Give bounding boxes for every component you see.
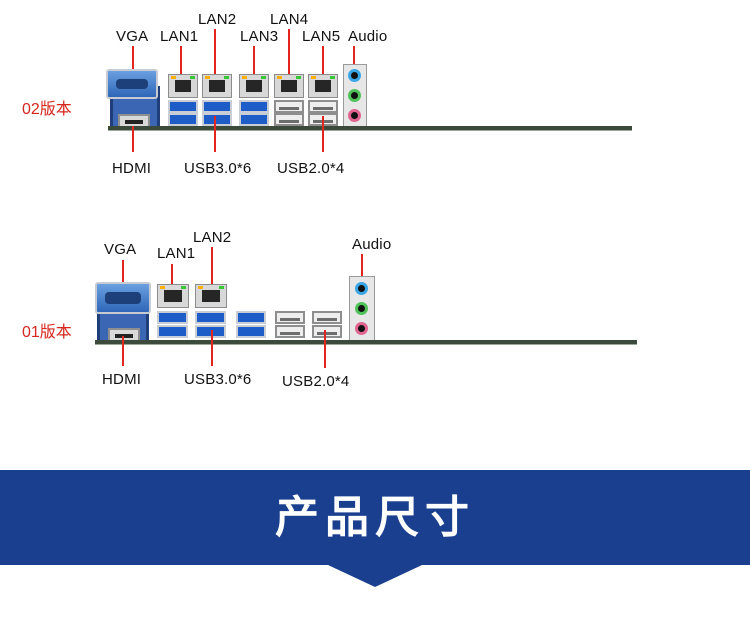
usb3-port (157, 311, 188, 324)
audio-block (349, 276, 375, 342)
lan2-port (195, 284, 227, 308)
usb3-port (239, 113, 269, 126)
label-usb2: USB2.0*4 (282, 373, 350, 390)
pointer-lan1 (180, 46, 182, 80)
pointer-lan2 (214, 29, 216, 80)
lan2-port (202, 74, 232, 98)
usb3-port (157, 325, 188, 338)
label-lan2: LAN2 (193, 229, 232, 246)
label-lan3: LAN3 (240, 28, 279, 45)
usb2-port (275, 311, 305, 324)
pointer-lan4 (288, 29, 290, 80)
label-vga: VGA (116, 28, 149, 45)
lan3-port (239, 74, 269, 98)
usb3-port (239, 100, 269, 113)
usb3-port (202, 100, 232, 113)
pointer-usb2 (322, 116, 324, 152)
banner-notch (328, 565, 422, 587)
usb2-port (312, 325, 342, 338)
vga-port (106, 69, 158, 99)
lan1-port (157, 284, 189, 308)
pointer-vga (132, 46, 134, 72)
label-lan2: LAN2 (198, 11, 237, 28)
lan5-port (308, 74, 338, 98)
pointer-lan3 (253, 46, 255, 80)
pointer-lan1 (171, 264, 173, 294)
audio-jack-line-out (355, 302, 368, 315)
usb2-port (274, 100, 304, 113)
audio-jack-line-in (355, 282, 368, 295)
label-lan1: LAN1 (157, 245, 196, 262)
pointer-usb3 (214, 116, 216, 152)
audio-jack-line-out (348, 89, 361, 102)
pointer-vga (122, 260, 124, 294)
usb3-port (202, 113, 232, 126)
usb3-port (236, 325, 266, 338)
pointer-lan2 (211, 247, 213, 294)
pointer-audio (353, 46, 355, 70)
usb2-port (275, 325, 305, 338)
lan4-port (274, 74, 304, 98)
label-audio: Audio (348, 28, 388, 45)
label-lan5: LAN5 (302, 28, 341, 45)
banner-title: 产品尺寸 (275, 492, 475, 543)
usb3-port (168, 113, 198, 126)
pointer-lan5 (322, 46, 324, 80)
label-usb3: USB3.0*6 (184, 160, 252, 177)
usb2-port (312, 311, 342, 324)
pcb-board (95, 340, 637, 345)
usb3-port (195, 311, 226, 324)
version-label: 02版本 (22, 101, 72, 118)
audio-block (343, 64, 367, 128)
pointer-usb2 (324, 330, 326, 368)
label-audio: Audio (352, 236, 392, 253)
pointer-usb3 (211, 330, 213, 366)
lan1-port (168, 74, 198, 98)
pointer-audio (361, 254, 363, 282)
pointer-hdmi (132, 126, 134, 152)
audio-jack-mic (355, 322, 368, 335)
label-vga: VGA (104, 241, 137, 258)
audio-jack-line-in (348, 69, 361, 82)
label-usb2: USB2.0*4 (277, 160, 345, 177)
usb3-port (236, 311, 266, 324)
label-hdmi: HDMI (102, 371, 142, 388)
version-label: 01版本 (22, 324, 72, 341)
audio-jack-mic (348, 109, 361, 122)
usb2-port (274, 113, 304, 126)
vga-port (95, 282, 151, 314)
label-hdmi: HDMI (112, 160, 152, 177)
pointer-hdmi (122, 336, 124, 366)
label-lan1: LAN1 (160, 28, 199, 45)
usb3-port (195, 325, 226, 338)
label-lan4: LAN4 (270, 11, 309, 28)
pcb-board (108, 126, 632, 131)
usb2-port (308, 100, 338, 113)
section-banner (0, 470, 750, 565)
usb3-port (168, 100, 198, 113)
label-usb3: USB3.0*6 (184, 371, 252, 388)
